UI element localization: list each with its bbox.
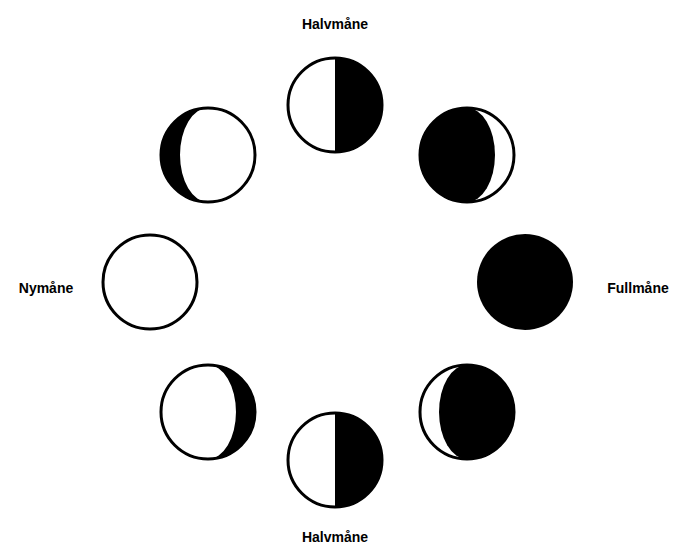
moon-phase xyxy=(288,413,382,507)
phase-label: Nymåne xyxy=(19,280,73,297)
moon-phase xyxy=(420,365,514,459)
moon-phase xyxy=(103,235,197,329)
moon-phase xyxy=(477,234,573,330)
moon-phase xyxy=(161,108,255,202)
phase-label: Halvmåne xyxy=(302,16,368,33)
moon-phase xyxy=(288,58,382,152)
moon-phase xyxy=(420,108,514,202)
moon-phase xyxy=(161,365,255,459)
phase-label: Halvmåne xyxy=(302,529,368,546)
phase-label: Fullmåne xyxy=(607,280,668,297)
